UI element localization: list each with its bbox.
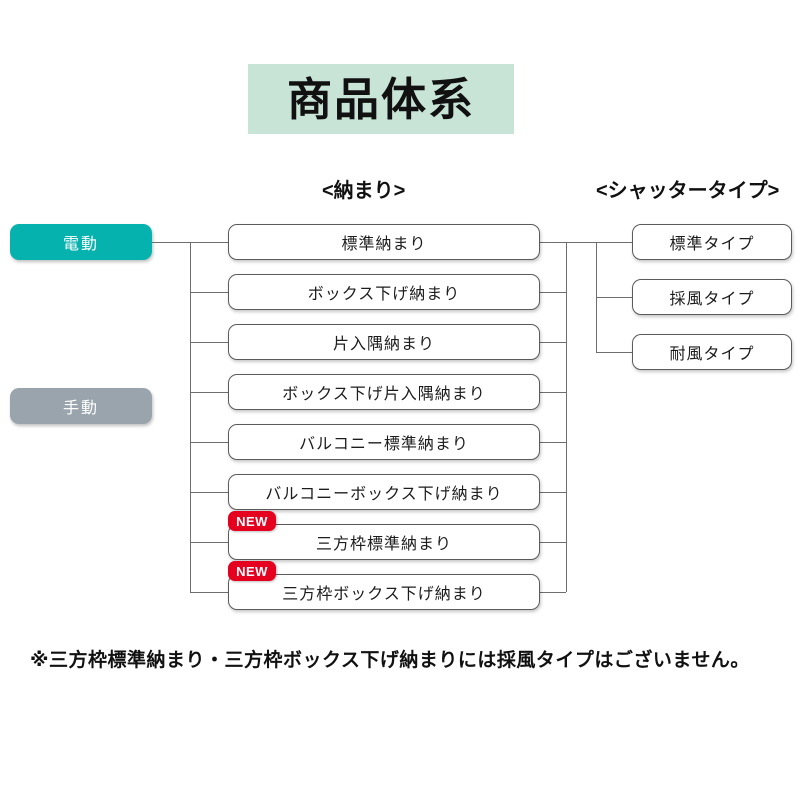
connector-shutter-branch <box>596 242 632 243</box>
shutter-type-box[interactable]: 耐風タイプ <box>632 334 792 370</box>
connector-right-branch <box>540 392 566 393</box>
osamari-box[interactable]: 三方枠標準納まり <box>228 524 540 560</box>
connector-left-branch <box>190 592 228 593</box>
footnote-text: ※三方枠標準納まり・三方枠ボックス下げ納まりには採風タイプはございません。 <box>30 650 750 671</box>
osamari-box-label: 三方枠ボックス下げ納まり <box>282 586 486 603</box>
osamari-box-label: バルコニー標準納まり <box>299 436 469 453</box>
new-badge: NEW <box>228 561 276 581</box>
connector-left-branch <box>190 492 228 493</box>
osamari-box[interactable]: 片入隅納まり <box>228 324 540 360</box>
connector-to-shutter-trunk <box>566 242 596 243</box>
osamari-box[interactable]: バルコニーボックス下げ納まり <box>228 474 540 510</box>
osamari-box-label: 標準納まり <box>341 236 427 253</box>
osamari-box[interactable]: バルコニー標準納まり <box>228 424 540 460</box>
connector-left-branch <box>190 542 228 543</box>
connector-right-branch <box>540 292 566 293</box>
connector-left-branch <box>190 342 228 343</box>
connector-left-branch <box>190 242 228 243</box>
connector-left-branch <box>190 442 228 443</box>
connector-shutter-branch <box>596 352 632 353</box>
osamari-box-label: ボックス下げ片入隅納まり <box>282 386 486 403</box>
mode-button-denki[interactable]: 電動 <box>10 224 152 260</box>
connector-denki-stub <box>152 242 190 243</box>
new-badge-label: NEW <box>236 563 268 579</box>
shutter-type-box[interactable]: 採風タイプ <box>632 279 792 315</box>
connector-left-branch <box>190 292 228 293</box>
new-badge: NEW <box>228 511 276 531</box>
osamari-box-label: バルコニーボックス下げ納まり <box>265 486 503 503</box>
mode-button-shudo-label: 手動 <box>62 400 99 417</box>
connector-right-branch <box>540 242 566 243</box>
osamari-box-label: 三方枠標準納まり <box>315 536 452 553</box>
osamari-box-label: ボックス下げ納まり <box>307 286 461 303</box>
column-header-osamari: <納まり> <box>322 180 406 202</box>
page-title-banner: 商品体系 <box>248 64 514 134</box>
shutter-type-box-label: 標準タイプ <box>669 236 755 253</box>
connector-left-branch <box>190 392 228 393</box>
connector-right-branch <box>540 342 566 343</box>
osamari-box[interactable]: 標準納まり <box>228 224 540 260</box>
osamari-box[interactable]: 三方枠ボックス下げ納まり <box>228 574 540 610</box>
shutter-type-box[interactable]: 標準タイプ <box>632 224 792 260</box>
new-badge-label: NEW <box>236 513 268 529</box>
shutter-type-box-label: 耐風タイプ <box>669 346 755 363</box>
page-title: 商品体系 <box>286 73 475 125</box>
osamari-box-label: 片入隅納まり <box>332 336 435 353</box>
connector-right-branch <box>540 492 566 493</box>
osamari-box[interactable]: ボックス下げ片入隅納まり <box>228 374 540 410</box>
connector-right-branch <box>540 442 566 443</box>
osamari-box[interactable]: ボックス下げ納まり <box>228 274 540 310</box>
connector-left-trunk <box>190 242 191 592</box>
connector-shutter-branch <box>596 297 632 298</box>
connector-right-trunk <box>566 242 567 592</box>
connector-right-branch <box>540 592 566 593</box>
column-header-shutter-type: <シャッタータイプ> <box>596 180 780 202</box>
mode-button-shudo[interactable]: 手動 <box>10 388 152 424</box>
mode-button-denki-label: 電動 <box>62 236 99 253</box>
connector-right-branch <box>540 542 566 543</box>
shutter-type-box-label: 採風タイプ <box>669 291 755 308</box>
